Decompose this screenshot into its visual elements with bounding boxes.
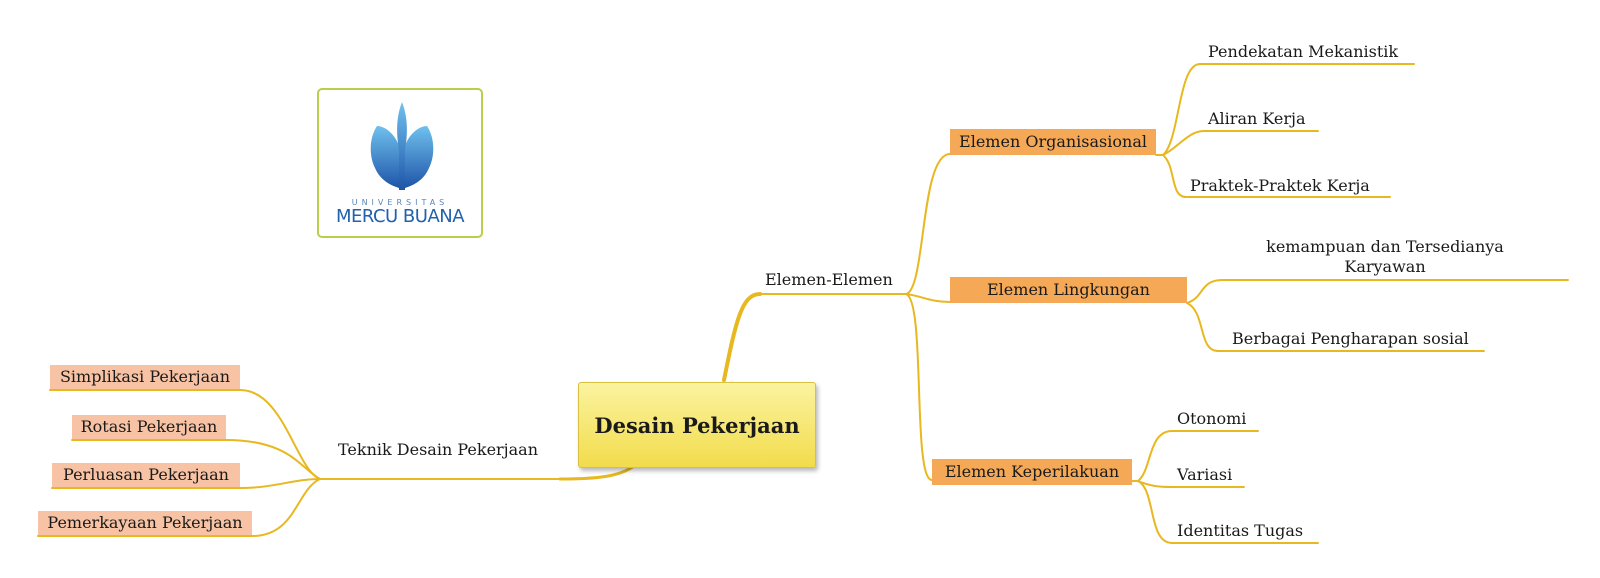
item-pemerkayaan-pekerjaan[interactable]: Pemerkayaan Pekerjaan (38, 511, 252, 535)
item-pengharapan-sosial[interactable]: Berbagai Pengharapan sosial (1232, 329, 1469, 348)
item-kemampuan-karyawan[interactable]: kemampuan dan Tersedianya Karyawan (1266, 237, 1504, 276)
flame-emblem-icon (370, 102, 434, 190)
item-rotasi-pekerjaan[interactable]: Rotasi Pekerjaan (72, 415, 226, 439)
group-elemen-organisasional[interactable]: Elemen Organisasional (950, 129, 1156, 155)
item-perluasan-pekerjaan[interactable]: Perluasan Pekerjaan (52, 463, 240, 487)
item-variasi[interactable]: Variasi (1177, 465, 1233, 484)
logo-subtitle: UNIVERSITAS (351, 198, 449, 207)
item-otonomi[interactable]: Otonomi (1177, 409, 1247, 428)
item-pendekatan-mekanistik[interactable]: Pendekatan Mekanistik (1208, 42, 1399, 61)
item-praktek-kerja[interactable]: Praktek-Praktek Kerja (1190, 176, 1370, 195)
group-elemen-keperilakuan[interactable]: Elemen Keperilakuan (932, 459, 1132, 485)
branch-elemen-elemen[interactable]: Elemen-Elemen (765, 270, 893, 289)
item-simplikasi-pekerjaan[interactable]: Simplikasi Pekerjaan (50, 365, 240, 389)
group-elemen-lingkungan[interactable]: Elemen Lingkungan (950, 277, 1187, 303)
central-topic-label: Desain Pekerjaan (594, 412, 800, 438)
item-identitas-tugas[interactable]: Identitas Tugas (1177, 521, 1304, 540)
logo-name: MERCU BUANA (335, 206, 465, 227)
central-topic[interactable]: Desain Pekerjaan (578, 382, 816, 468)
item-aliran-kerja[interactable]: Aliran Kerja (1208, 109, 1306, 128)
branch-teknik-desain[interactable]: Teknik Desain Pekerjaan (338, 440, 539, 459)
university-logo: UNIVERSITAS MERCU BUANA (317, 88, 483, 238)
